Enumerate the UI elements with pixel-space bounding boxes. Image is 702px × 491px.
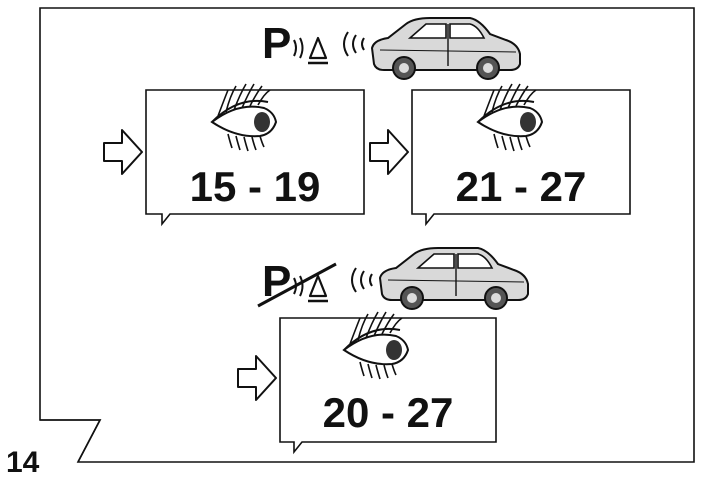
- arrow-right-outline-icon: [369, 129, 409, 175]
- panel-1-range: 15 - 19: [189, 163, 321, 210]
- sensor-waves-icon: [343, 31, 365, 57]
- parking-sensor-icon: [260, 17, 330, 70]
- panel-3-range: 20 - 27: [322, 389, 454, 436]
- arrow-right-outline-icon: [103, 129, 143, 175]
- panel-2: [411, 83, 631, 227]
- frame-fold: [40, 419, 102, 463]
- panel-1: [145, 83, 365, 227]
- arrow-right-outline-icon: [237, 355, 277, 401]
- figure-number: 14: [6, 446, 40, 479]
- panel-2-range: 21 - 27: [455, 163, 587, 210]
- car-icon: [371, 17, 521, 80]
- car-icon: [379, 247, 529, 310]
- sensor-waves-icon: [351, 267, 373, 293]
- panel-3: [279, 311, 497, 455]
- parking-sensor-disabled-icon: [257, 255, 337, 308]
